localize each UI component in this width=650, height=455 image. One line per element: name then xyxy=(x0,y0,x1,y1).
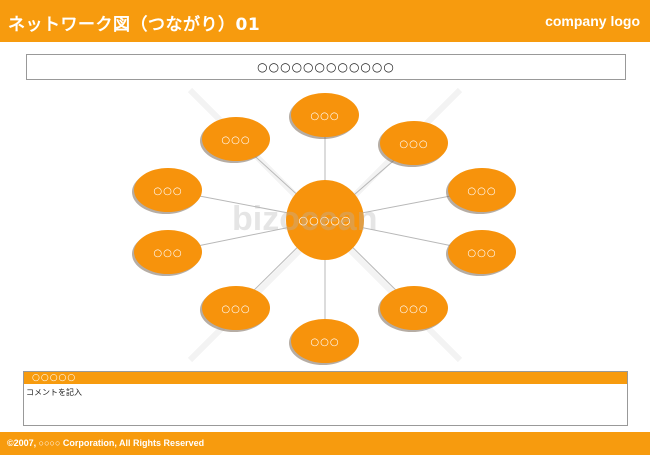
node-ellipse xyxy=(380,286,448,330)
node-label: ○○○ xyxy=(310,111,339,122)
node-ellipse xyxy=(134,168,202,212)
node-label: ○○○ xyxy=(399,139,428,150)
node-label: ○○○ xyxy=(153,248,182,259)
comment-box: ○○○○○ コメントを記入 xyxy=(23,371,628,426)
node-label: ○○○ xyxy=(310,337,339,348)
node-label: ○○○ xyxy=(467,186,496,197)
header-bar: ネットワーク図（つながり）01 company logo xyxy=(0,0,650,42)
node-label: ○○○ xyxy=(467,248,496,259)
node-ellipse xyxy=(380,121,448,165)
center-label: ○○○○○ xyxy=(299,214,352,227)
network-node[interactable]: ○○○ xyxy=(378,286,448,332)
node-label: ○○○ xyxy=(221,135,250,146)
node-label: ○○○ xyxy=(153,186,182,197)
copyright-text: ©2007, ○○○○ Corporation, All Rights Rese… xyxy=(7,438,205,448)
node-group: ○○○ ○○○ ○○○ ○○○ ○○○ ○○○ ○○○ ○○○ ○○○ ○○○ xyxy=(132,93,516,365)
network-node[interactable]: ○○○ xyxy=(446,168,516,214)
network-node[interactable]: ○○○ xyxy=(446,230,516,276)
node-label: ○○○ xyxy=(221,304,250,315)
node-label: ○○○ xyxy=(399,304,428,315)
node-ellipse xyxy=(448,230,516,274)
page-title: ネットワーク図（つながり）01 xyxy=(8,15,261,35)
footer-bar: ©2007, ○○○○ Corporation, All Rights Rese… xyxy=(0,432,650,455)
center-node[interactable]: ○○○○○ xyxy=(286,180,364,260)
network-node[interactable]: ○○○ xyxy=(289,319,359,365)
watermark: bizocean xyxy=(232,200,378,238)
comment-text[interactable]: コメントを記入 xyxy=(26,388,82,397)
node-ellipse xyxy=(291,319,359,363)
node-ellipse xyxy=(448,168,516,212)
node-ellipse xyxy=(202,117,270,161)
network-node[interactable]: ○○○ xyxy=(132,230,202,276)
node-ellipse xyxy=(134,230,202,274)
network-node[interactable]: ○○○ xyxy=(200,286,270,332)
summary-box: ○○○○○○○○○○○○ xyxy=(26,54,626,80)
network-node[interactable]: ○○○ xyxy=(378,121,448,167)
node-ellipse xyxy=(202,286,270,330)
center-ellipse xyxy=(286,180,364,260)
network-node[interactable]: ○○○ xyxy=(200,117,270,163)
network-node[interactable]: ○○○ xyxy=(289,93,359,139)
center-node-group: ○○○○○ xyxy=(286,180,364,260)
comment-heading: ○○○○○ xyxy=(24,372,627,384)
company-logo: company logo xyxy=(545,13,640,29)
network-node[interactable]: ○○○ xyxy=(132,168,202,214)
node-ellipse xyxy=(291,93,359,137)
